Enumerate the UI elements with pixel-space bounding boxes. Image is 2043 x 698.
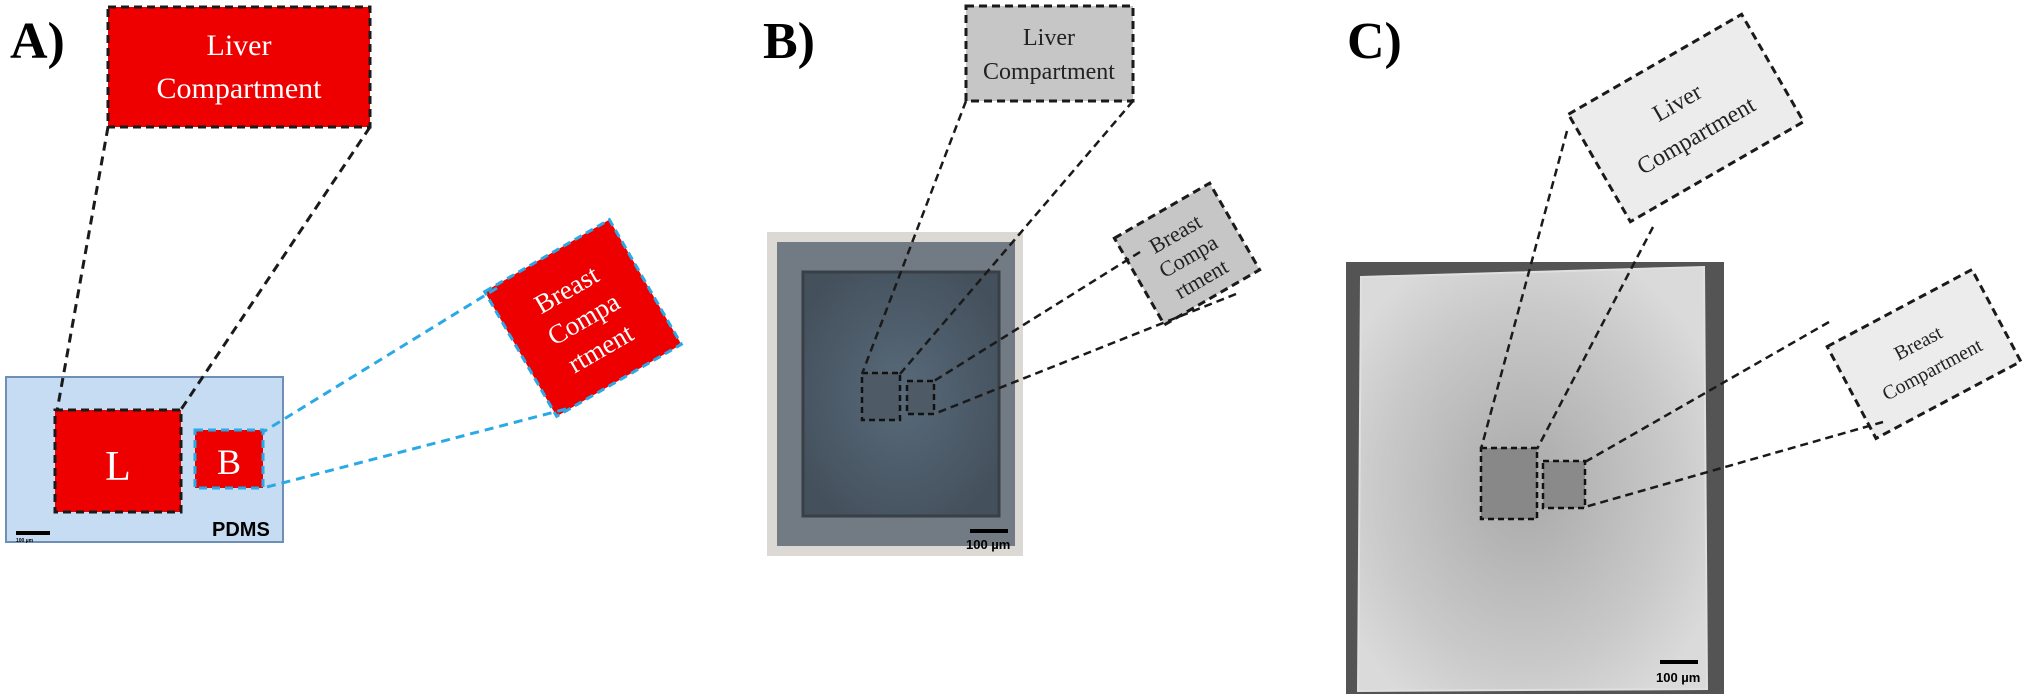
panel-a: A) L B PDMS 100 µm Liver Compartment Bre… [5,5,684,544]
breast-chamber-label: B [217,442,241,482]
breast-connector-c-top [1584,320,1830,464]
pdms-label: PDMS [212,519,270,541]
liver-connector-b-left [860,100,968,375]
liver-chamber [53,408,183,514]
breast-connector-a-bottom [262,407,567,490]
liver-chamber-b [860,371,902,422]
device-well-b [801,270,1001,518]
liver-connector-a-right [178,126,372,412]
breast-connector-b-bottom [933,292,1237,416]
panel-b-label: B) [763,13,815,70]
liver-callout-c: Liver Compartment [1566,12,1806,224]
breast-chamber [193,428,265,490]
scale-bar-a [16,531,50,535]
scale-label-b: 100 µm [966,537,1010,552]
liver-callout-b-line2: Compartment [983,59,1115,85]
liver-connector-c-left [1479,130,1569,450]
liver-connector-c-right [1535,226,1655,450]
scale-label-a: 100 µm [16,538,34,544]
panel-a-label: A) [10,13,65,70]
liver-callout-a [106,5,372,129]
liver-callout-b-line1: Liver [1023,25,1075,51]
liver-connector-b-right [899,100,1134,375]
liver-chamber-label: L [105,444,131,490]
liver-connector-a-left [55,126,110,412]
breast-connector-b-top [933,250,1141,383]
liver-chamber-c [1479,446,1539,521]
breast-chamber-c [1541,459,1587,510]
panel-b: B) 100 µm Liver Compartment Breast Compa… [763,4,1262,556]
panel-c-label: C) [1347,13,1402,70]
scale-label-c: 100 µm [1656,670,1700,685]
breast-connector-a-top [262,286,498,434]
liver-callout-b [964,4,1135,103]
breast-callout-a: Breast Compa rtment [482,217,684,419]
breast-callout-c: Breast Compartment [1825,267,2023,441]
breast-chamber-b [905,379,936,416]
breast-callout-b: Breast Compa rtment [1112,181,1262,327]
scale-bar-b [970,529,1008,533]
liver-callout-a-line2: Compartment [157,72,323,105]
panel-c: C) 100 µm Liver Compartment Breast Compa… [1346,12,2023,694]
scale-bar-c [1660,660,1698,664]
liver-callout-a-line1: Liver [207,29,272,62]
